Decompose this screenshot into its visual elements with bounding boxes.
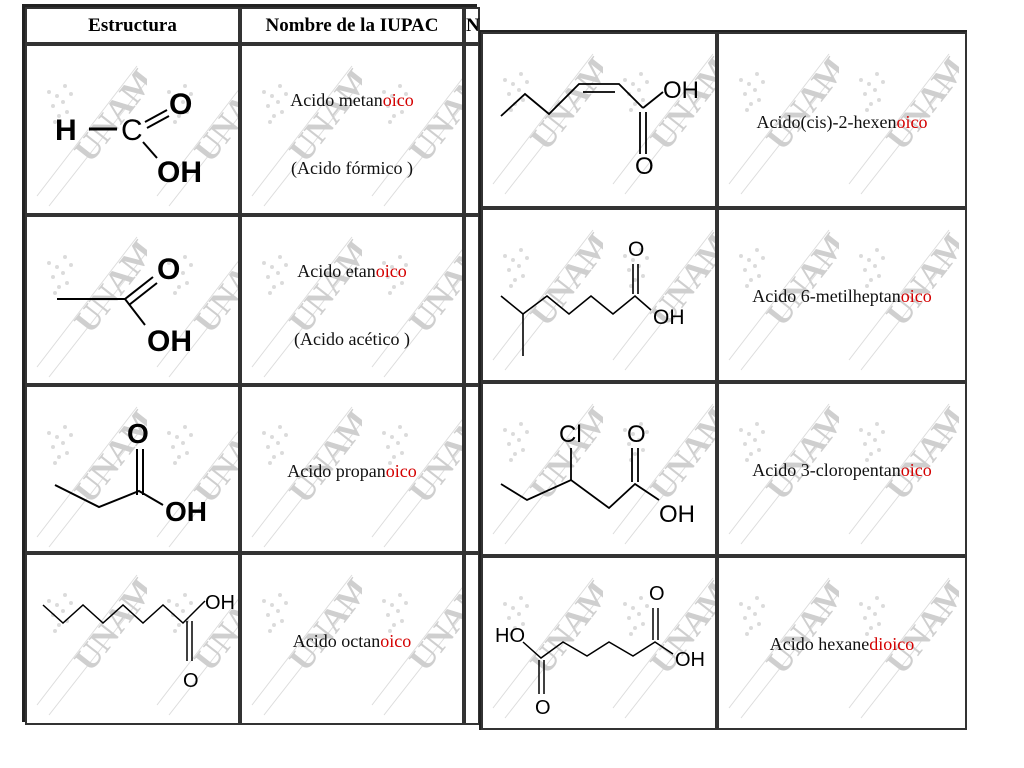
- name-cell-chloropentanoic: Acido 3-cloropentanoico: [717, 382, 967, 556]
- atom-oh: OH: [663, 77, 699, 104]
- structure-cell-octanoic: OH O: [25, 553, 240, 725]
- octanoic-acid-structure: OH O: [42, 592, 235, 692]
- header-iupac-name: Nombre de la IUPAC: [240, 7, 464, 44]
- atom-o: O: [183, 670, 199, 692]
- formic-acid-structure: H C O OH: [55, 88, 202, 189]
- iupac-name-prefix: Acido hexane: [769, 634, 870, 654]
- propanoic-acid-structure: O OH: [54, 418, 207, 527]
- common-name: (Acido fórmico ): [291, 158, 413, 178]
- atom-o: O: [127, 418, 149, 449]
- name-cell-hexenoic: Acido(cis)-2-hexenoico: [717, 32, 967, 208]
- iupac-name-suffix: oico: [385, 461, 417, 481]
- atom-oh: OH: [659, 501, 695, 528]
- left-acid-table: Estructura Nombre de la IUPAC N H C O OH…: [22, 4, 480, 725]
- atom-oh: OH: [157, 156, 202, 189]
- iupac-name-suffix: oico: [380, 631, 412, 651]
- atom-o: O: [635, 153, 654, 180]
- atom-ho: HO: [495, 625, 525, 647]
- iupac-name-prefix: Acido(cis)-2-hexen: [756, 112, 897, 132]
- iupac-name-suffix: oico: [375, 261, 407, 281]
- iupac-name-prefix: Acido 3-cloropentan: [752, 460, 901, 480]
- iupac-name-suffix: dioico: [869, 634, 915, 654]
- acetic-acid-structure: O OH: [57, 253, 192, 358]
- atom-cl: Cl: [559, 421, 582, 448]
- atom-oh: OH: [205, 592, 235, 614]
- hexanedioic-acid-structure: HO O O OH: [495, 583, 705, 719]
- atom-o: O: [628, 238, 644, 261]
- common-name: (Acido acético ): [294, 329, 410, 349]
- structure-cell-methylheptanoic: O OH: [481, 208, 717, 382]
- iupac-name-suffix: oico: [896, 112, 928, 132]
- atom-o: O: [627, 421, 646, 448]
- iupac-name-prefix: Acido octan: [292, 631, 381, 651]
- header-structure: Estructura: [25, 7, 240, 44]
- iupac-name-prefix: Acido metan: [290, 90, 383, 110]
- atom-h: H: [55, 114, 77, 147]
- atom-o: O: [535, 697, 551, 719]
- atom-c: C: [121, 114, 143, 147]
- name-cell-formic: Acido metanoico (Acido fórmico ): [240, 44, 464, 215]
- name-cell-methylheptanoic: Acido 6-metilheptanoico: [717, 208, 967, 382]
- right-acid-table: OH O Acido(cis)-2-hexenoico O OH Acido 6…: [479, 30, 967, 730]
- 3-chloropentanoic-acid-structure: Cl O OH: [500, 421, 695, 528]
- structure-cell-chloropentanoic: Cl O OH: [481, 382, 717, 556]
- header-truncated: N: [464, 7, 480, 44]
- name-cell-propanoic: Acido propanoico: [240, 385, 464, 553]
- atom-oh: OH: [147, 325, 192, 358]
- iupac-name-suffix: oico: [900, 460, 932, 480]
- name-cell-acetic: Acido etanoico (Acido acético ): [240, 215, 464, 385]
- iupac-name-prefix: Acido propan: [287, 461, 386, 481]
- structure-cell-formic: H C O OH: [25, 44, 240, 215]
- structure-cell-hexanedioic: HO O O OH: [481, 556, 717, 730]
- iupac-name-prefix: Acido 6-metilheptan: [752, 286, 901, 306]
- atom-oh: OH: [653, 306, 685, 329]
- atom-o: O: [649, 583, 665, 605]
- atom-o: O: [157, 253, 180, 286]
- structure-cell-acetic: O OH: [25, 215, 240, 385]
- name-cell-hexanedioic: Acido hexanedioico: [717, 556, 967, 730]
- cis-2-hexenoic-acid-structure: OH O: [500, 77, 699, 180]
- structure-cell-hexenoic: OH O: [481, 32, 717, 208]
- atom-oh: OH: [165, 496, 207, 527]
- atom-o: O: [169, 88, 192, 121]
- iupac-name-prefix: Acido etan: [297, 261, 376, 281]
- name-cell-octanoic: Acido octanoico: [240, 553, 464, 725]
- atom-oh: OH: [675, 649, 705, 671]
- iupac-name-suffix: oico: [382, 90, 414, 110]
- iupac-name-suffix: oico: [900, 286, 932, 306]
- 6-methylheptanoic-acid-structure: O OH: [500, 238, 685, 356]
- structure-cell-propanoic: O OH: [25, 385, 240, 553]
